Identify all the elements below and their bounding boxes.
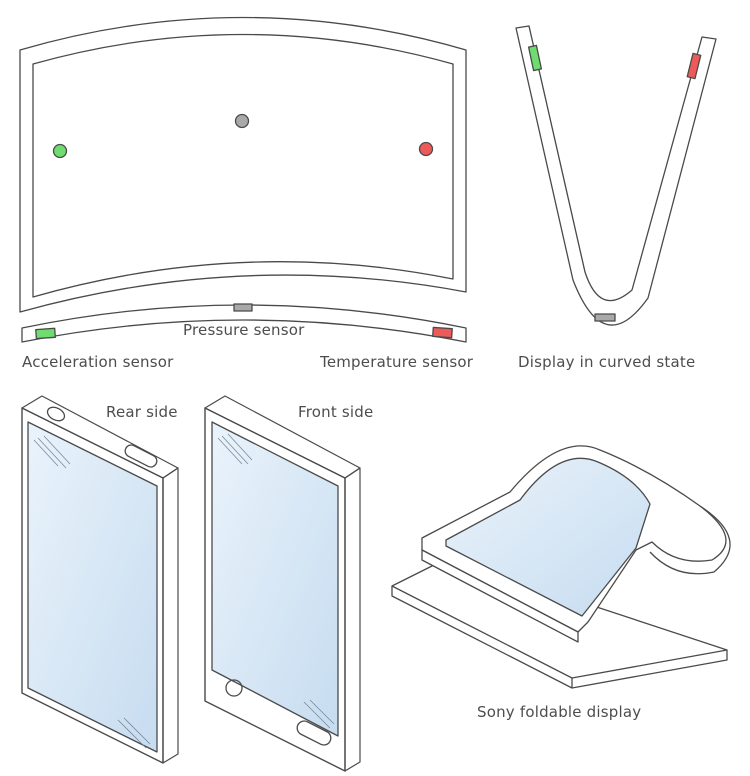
- foldable-label: Sony foldable display: [477, 703, 642, 721]
- curved-state-label: Display in curved state: [518, 353, 696, 371]
- curved-panel-inner: [32, 33, 454, 298]
- rear-screen: [27, 421, 158, 753]
- rear-camera: [46, 406, 66, 422]
- pressure-sensor-block: [233, 303, 253, 312]
- rear-side-label: Rear side: [106, 403, 178, 421]
- v-acceleration-sensor: [527, 44, 543, 72]
- v-temperature-sensor: [686, 52, 702, 80]
- acceleration-sensor-dot: [52, 143, 68, 159]
- front-side-label: Front side: [298, 403, 374, 421]
- front-home-button: [225, 679, 243, 697]
- foldable-screen: [445, 457, 651, 617]
- temperature-sensor-block: [432, 326, 453, 339]
- curved-panel-outer: [19, 16, 467, 313]
- foldable-display: [391, 445, 731, 689]
- display-edge-strip: [21, 303, 467, 343]
- temperature-sensor-label: Temperature sensor: [320, 353, 474, 371]
- pressure-sensor-dot: [234, 113, 250, 129]
- front-screen: [211, 421, 339, 737]
- acceleration-sensor-block: [35, 327, 56, 340]
- rear-side-phone: [21, 395, 179, 764]
- curved-display-panel: [19, 16, 467, 313]
- pressure-sensor-label: Pressure sensor: [183, 321, 305, 339]
- front-speaker-slot: [296, 720, 332, 746]
- temperature-sensor-dot: [418, 141, 434, 157]
- v-pressure-sensor: [594, 313, 616, 322]
- acceleration-sensor-label: Acceleration sensor: [22, 353, 174, 371]
- front-side-phone: [204, 395, 361, 772]
- rear-sensor-slot: [124, 444, 158, 468]
- v-curved-display: [515, 25, 717, 326]
